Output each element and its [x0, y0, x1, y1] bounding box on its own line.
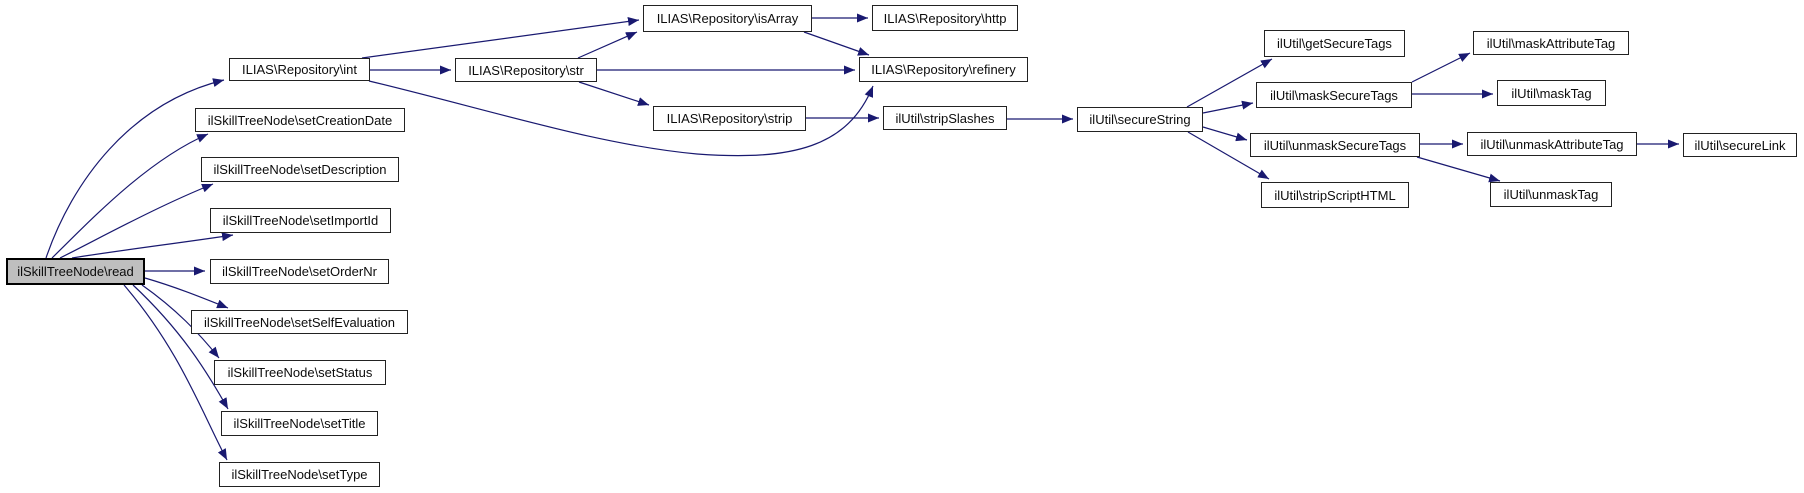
node-secure-string[interactable]: ilUtil\secureString — [1077, 107, 1203, 132]
edge-int-refinery — [368, 80, 874, 157]
edge-read-set-title — [132, 284, 229, 410]
node-secure-link[interactable]: ilUtil\secureLink — [1683, 133, 1797, 157]
edge-read-set-self-evaluation — [144, 277, 229, 309]
edge-read-set-description — [59, 183, 214, 259]
edge-mask-secure-tags-mask-attribute-tag — [1411, 52, 1471, 83]
node-repository-strip[interactable]: ILIAS\Repository\strip — [653, 106, 806, 131]
node-read: ilSkillTreeNode\read — [6, 258, 145, 285]
edge-int-is-array — [361, 17, 640, 59]
edge-secure-string-unmask-secure-tags — [1202, 126, 1248, 142]
node-set-type[interactable]: ilSkillTreeNode\setType — [219, 462, 380, 487]
edge-read-set-status — [141, 284, 220, 359]
edge-is-array-refinery — [803, 31, 870, 56]
node-repository-is-array[interactable]: ILIAS\Repository\isArray — [643, 5, 812, 32]
node-mask-secure-tags[interactable]: ilUtil\maskSecureTags — [1256, 82, 1412, 108]
edge-read-set-type — [123, 284, 228, 461]
edge-unmask-secure-tags-unmask-tag — [1416, 156, 1501, 183]
node-repository-refinery[interactable]: ILIAS\Repository\refinery — [859, 57, 1028, 82]
node-mask-attribute-tag[interactable]: ilUtil\maskAttributeTag — [1473, 31, 1629, 55]
edge-secure-string-get-secure-tags — [1186, 58, 1273, 108]
node-set-status[interactable]: ilSkillTreeNode\setStatus — [214, 360, 386, 385]
edge-read-int — [45, 78, 225, 259]
node-set-import-id[interactable]: ilSkillTreeNode\setImportId — [210, 208, 391, 233]
edge-read-set-import-id — [71, 232, 234, 259]
node-set-title[interactable]: ilSkillTreeNode\setTitle — [221, 411, 378, 436]
node-strip-script-html[interactable]: ilUtil\stripScriptHTML — [1261, 182, 1409, 208]
node-set-description[interactable]: ilSkillTreeNode\setDescription — [201, 157, 399, 182]
edge-secure-string-mask-secure-tags — [1202, 100, 1254, 114]
node-repository-int[interactable]: ILIAS\Repository\int — [229, 58, 370, 81]
node-unmask-attribute-tag[interactable]: ilUtil\unmaskAttributeTag — [1467, 132, 1637, 156]
node-mask-tag[interactable]: ilUtil\maskTag — [1497, 80, 1606, 106]
node-unmask-tag[interactable]: ilUtil\unmaskTag — [1490, 182, 1612, 207]
node-set-self-evaluation[interactable]: ilSkillTreeNode\setSelfEvaluation — [191, 310, 408, 334]
edge-read-set-creation-date — [51, 133, 209, 259]
edge-str-is-array — [577, 31, 638, 59]
node-set-order-nr[interactable]: ilSkillTreeNode\setOrderNr — [210, 259, 389, 284]
node-unmask-secure-tags[interactable]: ilUtil\unmaskSecureTags — [1250, 133, 1420, 157]
edge-str-strip — [578, 81, 650, 106]
edge-secure-string-strip-script-html — [1187, 131, 1270, 180]
node-get-secure-tags[interactable]: ilUtil\getSecureTags — [1264, 30, 1405, 57]
node-repository-str[interactable]: ILIAS\Repository\str — [455, 58, 597, 82]
node-set-creation-date[interactable]: ilSkillTreeNode\setCreationDate — [195, 108, 405, 132]
node-repository-http[interactable]: ILIAS\Repository\http — [872, 5, 1018, 31]
node-strip-slashes[interactable]: ilUtil\stripSlashes — [883, 106, 1007, 130]
